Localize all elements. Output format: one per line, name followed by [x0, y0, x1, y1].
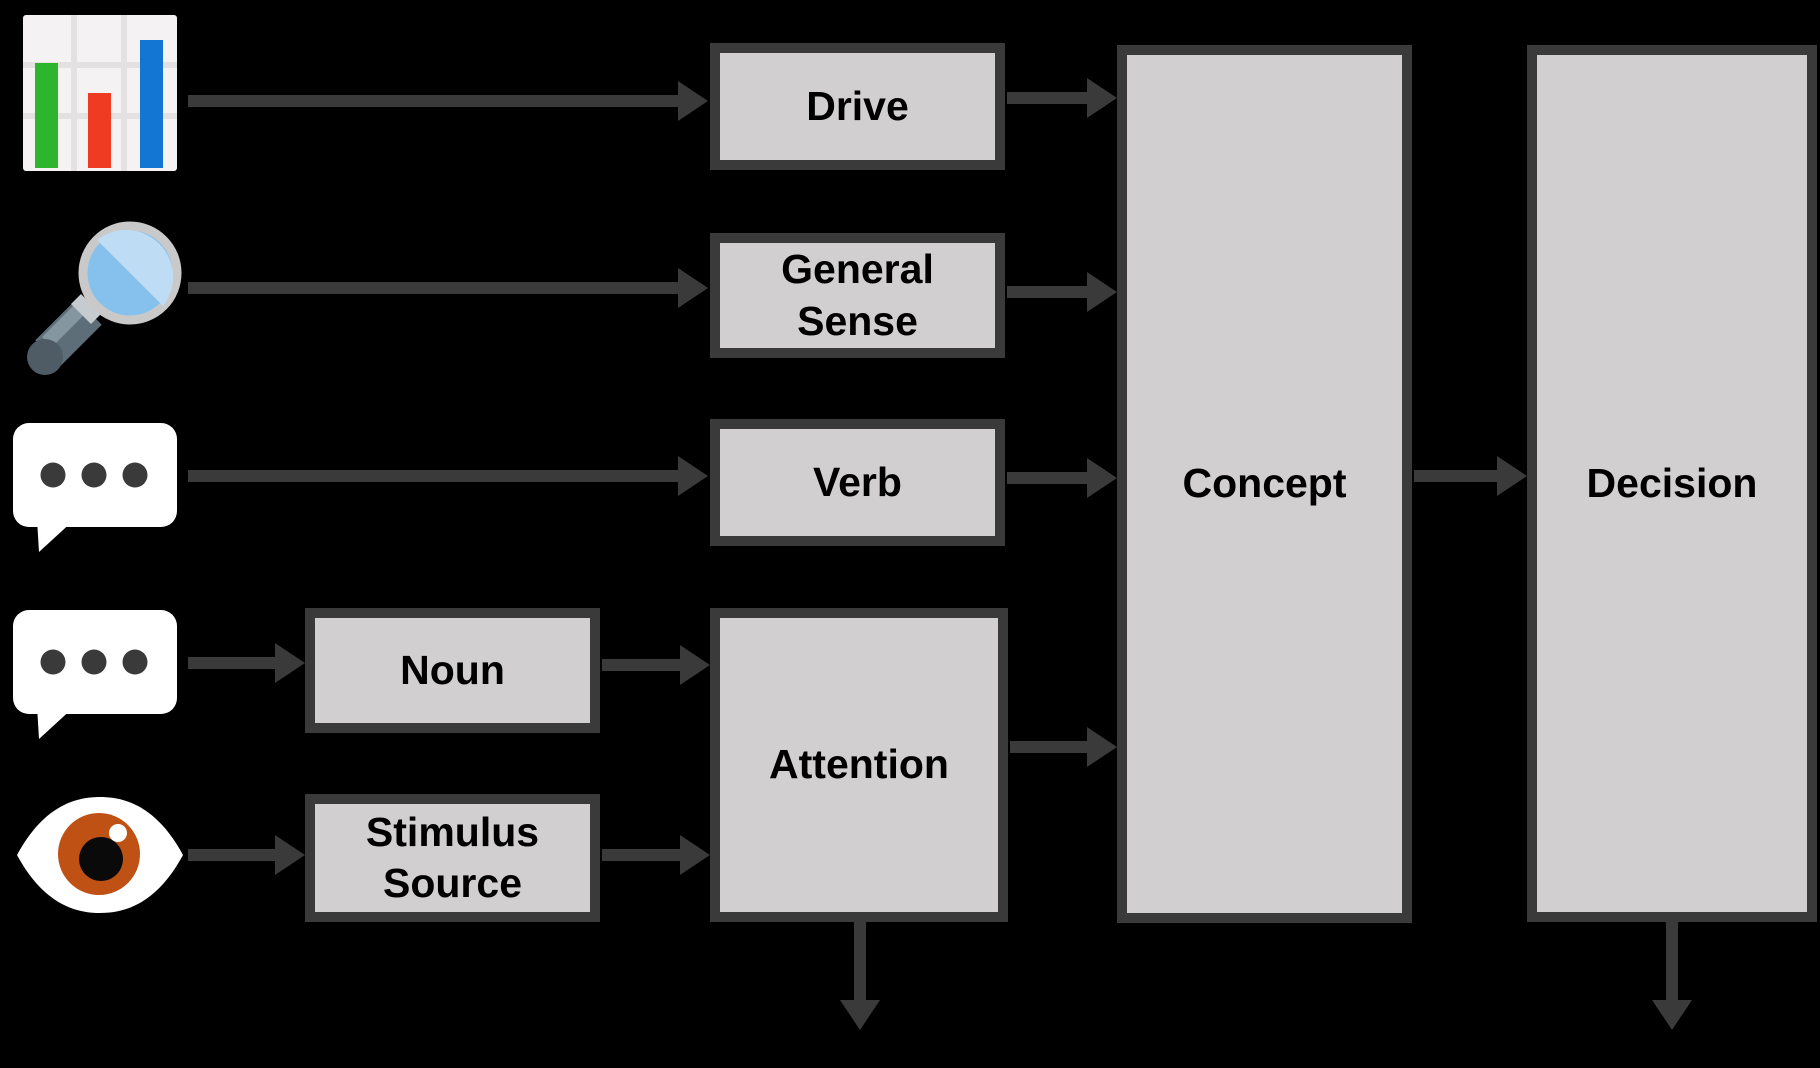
node-drive: Drive [710, 43, 1005, 170]
arrow-verb-to-concept [1007, 458, 1117, 498]
arrow-speech2-to-noun [188, 643, 305, 683]
arrow-drive-to-concept [1007, 78, 1117, 118]
node-verb: Verb [710, 419, 1005, 546]
node-concept: Concept [1117, 45, 1412, 923]
arrow-decision-down [1652, 922, 1692, 1030]
arrow-attention-down [840, 922, 880, 1030]
arrow-chart-to-drive [188, 81, 708, 121]
bar-chart-icon [23, 15, 177, 171]
arrow-attention-to-concept [1010, 727, 1117, 767]
speech-bubble-icon-2 [13, 610, 177, 739]
arrow-speech-to-verb [188, 456, 708, 496]
arrow-concept-to-decision [1414, 456, 1527, 496]
arrow-general-sense-to-concept [1007, 272, 1117, 312]
speech-bubble-icon [13, 423, 177, 552]
magnifier-icon [27, 221, 182, 375]
node-decision: Decision [1527, 45, 1817, 922]
arrow-noun-to-attention [602, 645, 710, 685]
node-attention: Attention [710, 608, 1008, 922]
node-stimulus-source: Stimulus Source [305, 794, 600, 922]
arrow-eye-to-stimulus-source [188, 835, 305, 875]
arrow-stimulus-to-attention [602, 835, 710, 875]
arrow-magnifier-to-general-sense [188, 268, 708, 308]
node-general-sense: General Sense [710, 233, 1005, 358]
eye-icon [17, 797, 183, 913]
node-noun: Noun [305, 608, 600, 733]
